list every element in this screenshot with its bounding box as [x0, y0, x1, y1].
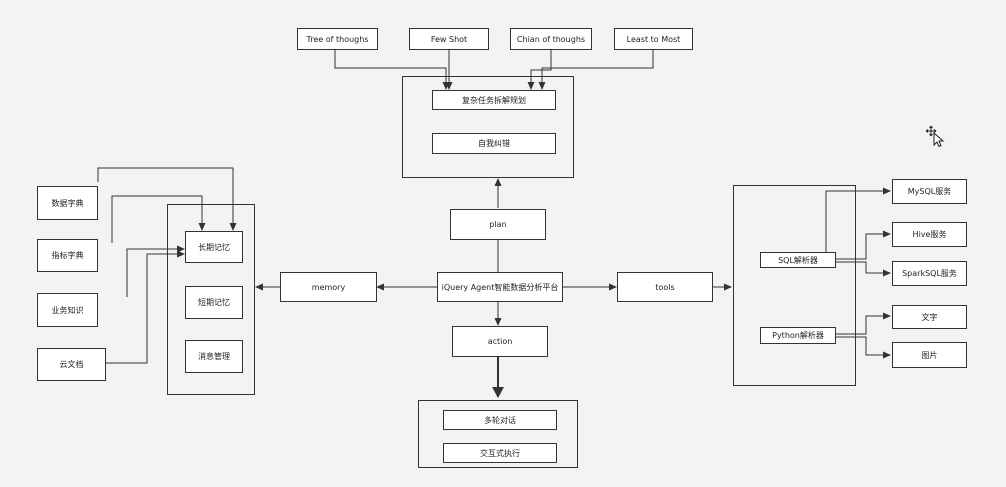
node-cloud-docs: 云文档	[37, 348, 106, 381]
node-self-correction: 自我纠错	[432, 133, 556, 154]
edge-tot-to-task	[334, 50, 450, 90]
node-few-shot: Few Shot	[409, 28, 489, 50]
node-message-management: 消息管理	[185, 340, 243, 373]
node-image-output: 图片	[892, 342, 967, 368]
node-hive-service: Hive服务	[892, 222, 967, 247]
edge-ltm-to-task	[538, 50, 654, 90]
node-memory: memory	[280, 272, 377, 302]
node-long-term-memory: 长期记忆	[185, 231, 243, 263]
node-python-parser: Python解析器	[760, 327, 836, 344]
node-text-output: 文字	[892, 305, 967, 329]
edge-python-to-image	[836, 336, 891, 359]
node-tree-of-thoughts: Tree of thoughs	[297, 28, 378, 50]
action-group	[418, 400, 578, 468]
edge-clouddocs-to-longmem	[106, 250, 185, 364]
node-center-platform: iQuery Agent智能数据分析平台	[437, 272, 563, 302]
node-multi-turn-dialog: 多轮对话	[443, 410, 557, 430]
node-mysql-service: MySQL服务	[892, 179, 967, 204]
node-plan: plan	[450, 209, 546, 240]
memory-group	[167, 204, 255, 395]
edge-bizknow-to-longmem	[126, 245, 185, 297]
node-sql-parser: SQL解析器	[760, 252, 836, 268]
node-action: action	[452, 326, 548, 357]
edge-datadict-to-longmem	[97, 167, 237, 231]
node-least-to-most: Least to Most	[614, 28, 693, 50]
node-tools: tools	[617, 272, 713, 302]
edge-sql-to-sparksql	[836, 261, 891, 277]
node-metric-dictionary: 指标字典	[37, 239, 98, 272]
node-short-term-memory: 短期记忆	[185, 286, 243, 319]
node-business-knowledge: 业务知识	[37, 293, 98, 327]
node-interactive-exec: 交互式执行	[443, 443, 557, 463]
plan-group	[402, 76, 574, 178]
node-sparksql-service: SparkSQL服务	[892, 261, 967, 286]
move-cursor-icon	[925, 125, 945, 147]
node-chain-of-thoughts: Chian of thoughs	[510, 28, 592, 50]
edge-metricdict-to-longmem	[111, 195, 206, 243]
edge-group-to-mysql	[825, 187, 891, 254]
edge-sql-to-hive	[836, 230, 891, 260]
tools-group	[733, 185, 856, 386]
node-data-dictionary: 数据字典	[37, 186, 98, 220]
edge-cot-to-task	[527, 50, 552, 90]
edge-python-to-text	[836, 312, 891, 335]
node-task-decomposition: 复杂任务拆解规划	[432, 90, 556, 110]
